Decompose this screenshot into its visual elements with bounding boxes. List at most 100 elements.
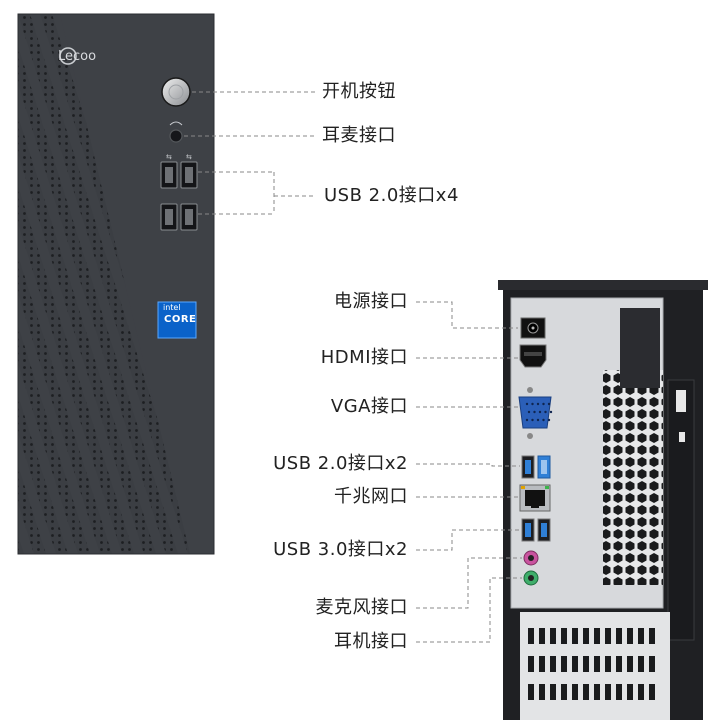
rear-usb30-ports[interactable] [521, 518, 551, 542]
perforation-stripe [18, 185, 134, 554]
front-chassis [17, 13, 215, 555]
lecoo-logo [59, 47, 77, 65]
vent-slot [594, 684, 600, 700]
vga-pin [531, 418, 534, 422]
leader-line-mic [416, 557, 522, 609]
label-headset-jack: 耳麦接口 [322, 125, 396, 146]
vent-slot [528, 684, 534, 700]
label-power-button: 开机按钮 [322, 81, 396, 102]
rear-usb20-ports[interactable] [521, 455, 551, 479]
vent-slot [649, 684, 655, 700]
vent-slot [627, 628, 633, 644]
label-mic-jack: 麦克风接口 [315, 597, 408, 618]
rear-power-port[interactable] [520, 317, 546, 339]
leader-line-usb20 [416, 463, 520, 467]
vent-slot [638, 656, 644, 672]
headset-jack[interactable] [169, 121, 183, 143]
vent-slot [561, 628, 567, 644]
vent-slot [539, 656, 545, 672]
perforation-stripe [18, 395, 68, 554]
label-hdmi-port: HDMI接口 [320, 347, 408, 368]
vent-slot [539, 628, 545, 644]
leader-line-headphone [416, 577, 522, 643]
label-front-usb20: USB 2.0接口x4 [324, 185, 459, 206]
vent-slot [627, 684, 633, 700]
vga-pin [525, 402, 529, 406]
label-headphone-jack: 耳机接口 [334, 631, 408, 652]
vent-slot [528, 656, 534, 672]
label-vga-port: VGA接口 [330, 396, 408, 417]
vga-pin [525, 418, 529, 422]
svg-text:⇆: ⇆ [186, 153, 192, 161]
power-button[interactable] [161, 77, 191, 107]
vent-slot [528, 628, 534, 644]
label-gigabit-lan: 千兆网口 [334, 486, 408, 507]
rear-mic-jack[interactable] [523, 550, 539, 566]
perforation-stripe [18, 325, 90, 554]
vent-slot [616, 656, 622, 672]
leader-line-usb30 [416, 529, 520, 551]
vent-slot [616, 684, 622, 700]
vent-slot [550, 656, 556, 672]
vga-pin [542, 402, 545, 406]
intel-brand-text: intel [163, 303, 181, 312]
perforation-stripe [18, 534, 24, 554]
perforation-stripe [18, 115, 156, 554]
intel-core-text: CORE [164, 314, 197, 325]
vent-slot [594, 628, 600, 644]
vga-pin [547, 402, 551, 406]
vent-slot [561, 684, 567, 700]
rear-vga-port[interactable] [518, 387, 553, 439]
vent-slot [583, 628, 589, 644]
front-usb-ports: ⇆ ⇆ [160, 153, 198, 231]
svg-text:⇆: ⇆ [166, 153, 172, 161]
label-rear-usb20: USB 2.0接口x2 [273, 453, 408, 474]
vent-slot [572, 656, 578, 672]
vent-slot [583, 684, 589, 700]
vent-slot [616, 628, 622, 644]
vent-slot [572, 628, 578, 644]
leader-line-power-port [416, 301, 518, 329]
vent-slot [649, 628, 655, 644]
vga-pin [549, 410, 553, 414]
vent-slot [627, 656, 633, 672]
rear-hdmi-port[interactable] [519, 344, 547, 368]
perforation-stripe [18, 14, 200, 554]
vent-slot [561, 656, 567, 672]
vent-slot [550, 628, 556, 644]
vent-slot [594, 656, 600, 672]
rear-chassis [498, 280, 708, 720]
label-power-port: 电源接口 [334, 291, 408, 312]
vga-pin [533, 410, 536, 414]
label-rear-usb30: USB 3.0接口x2 [273, 539, 408, 560]
leader-lines [184, 91, 522, 643]
vga-pin [544, 410, 547, 414]
intel-core-sticker [157, 301, 197, 339]
vga-pin [527, 410, 531, 414]
vent-slot [605, 684, 611, 700]
vent-slot [572, 684, 578, 700]
vent-slot [638, 628, 644, 644]
perforation-stripe [18, 255, 112, 554]
lecoo-logo-text: Lecoo [58, 49, 97, 64]
vga-pin [547, 418, 551, 422]
perforation-stripe [18, 45, 178, 554]
perforation-stripe [18, 465, 46, 554]
vga-pin [536, 402, 540, 406]
vent-slot [539, 684, 545, 700]
vga-pin [531, 402, 534, 406]
rear-headphone-jack[interactable] [523, 570, 539, 586]
vga-pin [538, 410, 542, 414]
vent-slot [605, 656, 611, 672]
vent-slot [605, 628, 611, 644]
usb-icon: ⇆ ⇆ [166, 153, 192, 161]
vent-slot [550, 684, 556, 700]
vent-slot [638, 684, 644, 700]
vent-slot [649, 656, 655, 672]
rear-lan-port[interactable] [519, 484, 551, 512]
vga-pin [536, 418, 540, 422]
vga-pin [542, 418, 545, 422]
vent-slot [583, 656, 589, 672]
